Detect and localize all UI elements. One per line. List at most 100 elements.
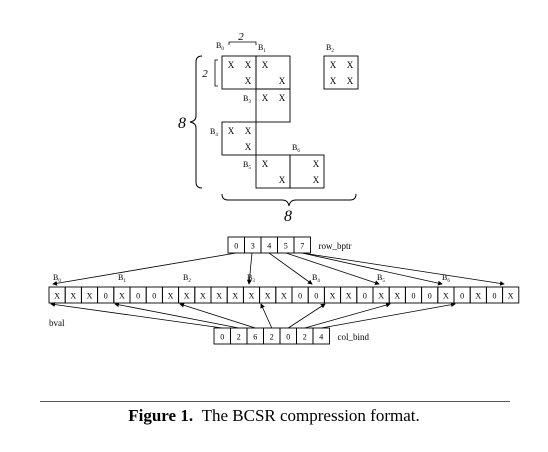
row-bptr-value: 7 [300,242,304,251]
col-bind-pointer [288,303,326,329]
row-bptr-pointer [285,252,380,286]
bval-value: X [265,292,271,301]
matrix-cell-mark: X [245,142,252,152]
matrix-cell-mark: X [347,76,354,86]
col-bind-pointer [260,303,273,329]
bval-cell [502,286,520,304]
col-bind-value: 4 [319,333,323,342]
bval-block-label: B6 [442,273,450,284]
caption-rule [40,401,510,402]
block-size-label-top: 2 [238,31,244,43]
col-bind-pointer [304,302,391,329]
bval-value: X [216,292,222,301]
bval-value: X [281,292,287,301]
bval-label: bval [49,318,65,328]
col-bind-value: 2 [303,333,307,342]
bval-value: 0 [152,292,156,301]
row-bptr-pointer [301,252,505,286]
bval-block-label: B0 [53,273,61,284]
bval-value: X [394,292,400,301]
block-size-label-left: 2 [202,68,208,80]
bval-value: X [184,292,190,301]
matrix-width-label: 8 [284,208,292,225]
bval-value: X [249,292,255,301]
bval-value: X [54,292,60,301]
bval-block-label: B3 [247,273,255,284]
row-bptr-value: 0 [234,242,238,251]
bval-value: X [330,292,336,301]
matrix-cell-mark: X [330,60,337,70]
col-bind-pointer [179,302,256,329]
bval-value: X [508,292,514,301]
caption-text: The BCSR compression format. [201,406,420,425]
matrix-cell-mark: X [245,60,252,70]
col-bind-value: 2 [270,333,274,342]
bval-value: 0 [428,292,432,301]
matrix-cell-mark: X [279,93,286,103]
matrix-cell-mark: X [262,93,269,103]
row-bptr-value: 3 [251,242,255,251]
matrix-block [255,88,291,123]
matrix-cell-mark: X [262,60,269,70]
bval-block-label: B2 [183,273,191,284]
col-bind-pointer [321,302,456,329]
row-bptr-pointer [301,252,443,286]
col-bind-value: 6 [253,333,257,342]
bval-value: X [232,292,238,301]
bval-value: 0 [136,292,140,301]
block-label: B0 [216,41,224,52]
block-label: B3 [243,94,251,105]
bval-value: 0 [298,292,302,301]
matrix-width-brace [221,193,357,207]
col-bind-pointer [114,302,239,329]
bval-value: X [200,292,206,301]
col-bind-pointer [50,302,223,329]
bval-block-label: B5 [377,273,385,284]
row-bptr-label: row_bptr [319,241,352,251]
matrix-cell-mark: X [245,126,252,136]
bval-value: X [87,292,93,301]
block-label: B6 [292,143,300,154]
matrix-cell-mark: X [279,76,286,86]
bval-value: X [443,292,449,301]
caption-prefix: Figure 1. [128,406,194,425]
figure-caption: Figure 1. The BCSR compression format. [0,406,548,426]
bval-value: X [378,292,384,301]
matrix-height-brace [189,55,203,189]
bval-block-label: B1 [118,273,126,284]
col-bind-value: 2 [237,333,241,342]
bval-value: X [168,292,174,301]
matrix-height-label: 8 [178,115,186,132]
bval-value: X [475,292,481,301]
matrix-cell-mark: X [228,126,235,136]
matrix-cell-mark: X [262,159,269,169]
col-bind-value: 0 [286,333,290,342]
row-bptr-value: 5 [284,242,288,251]
row-bptr-pointer [246,252,253,285]
bval-value: 0 [104,292,108,301]
bval-value: 0 [412,292,416,301]
block-label: B1 [258,43,266,54]
block-label: B2 [326,43,334,54]
bval-value: 0 [493,292,497,301]
matrix-cell-mark: X [279,175,286,185]
col-bind-label: col_bind [338,332,370,342]
bval-value: 0 [460,292,464,301]
matrix-block [289,154,325,189]
row-bptr-pointer [268,252,313,285]
row-bptr-pointer [52,252,237,286]
bval-value: X [346,292,352,301]
bval-block-label: B4 [312,273,320,284]
matrix-cell-mark: X [313,159,320,169]
block-size-bracket-top [228,41,257,45]
matrix-cell-mark: X [228,60,235,70]
bval-value: 0 [363,292,367,301]
row-bptr-value: 4 [267,242,271,251]
matrix-block [323,55,359,90]
block-size-bracket-left [214,59,218,87]
matrix-cell-mark: X [313,175,320,185]
matrix-cell-mark: X [347,60,354,70]
matrix-cell-mark: X [245,76,252,86]
matrix-block [221,121,257,156]
